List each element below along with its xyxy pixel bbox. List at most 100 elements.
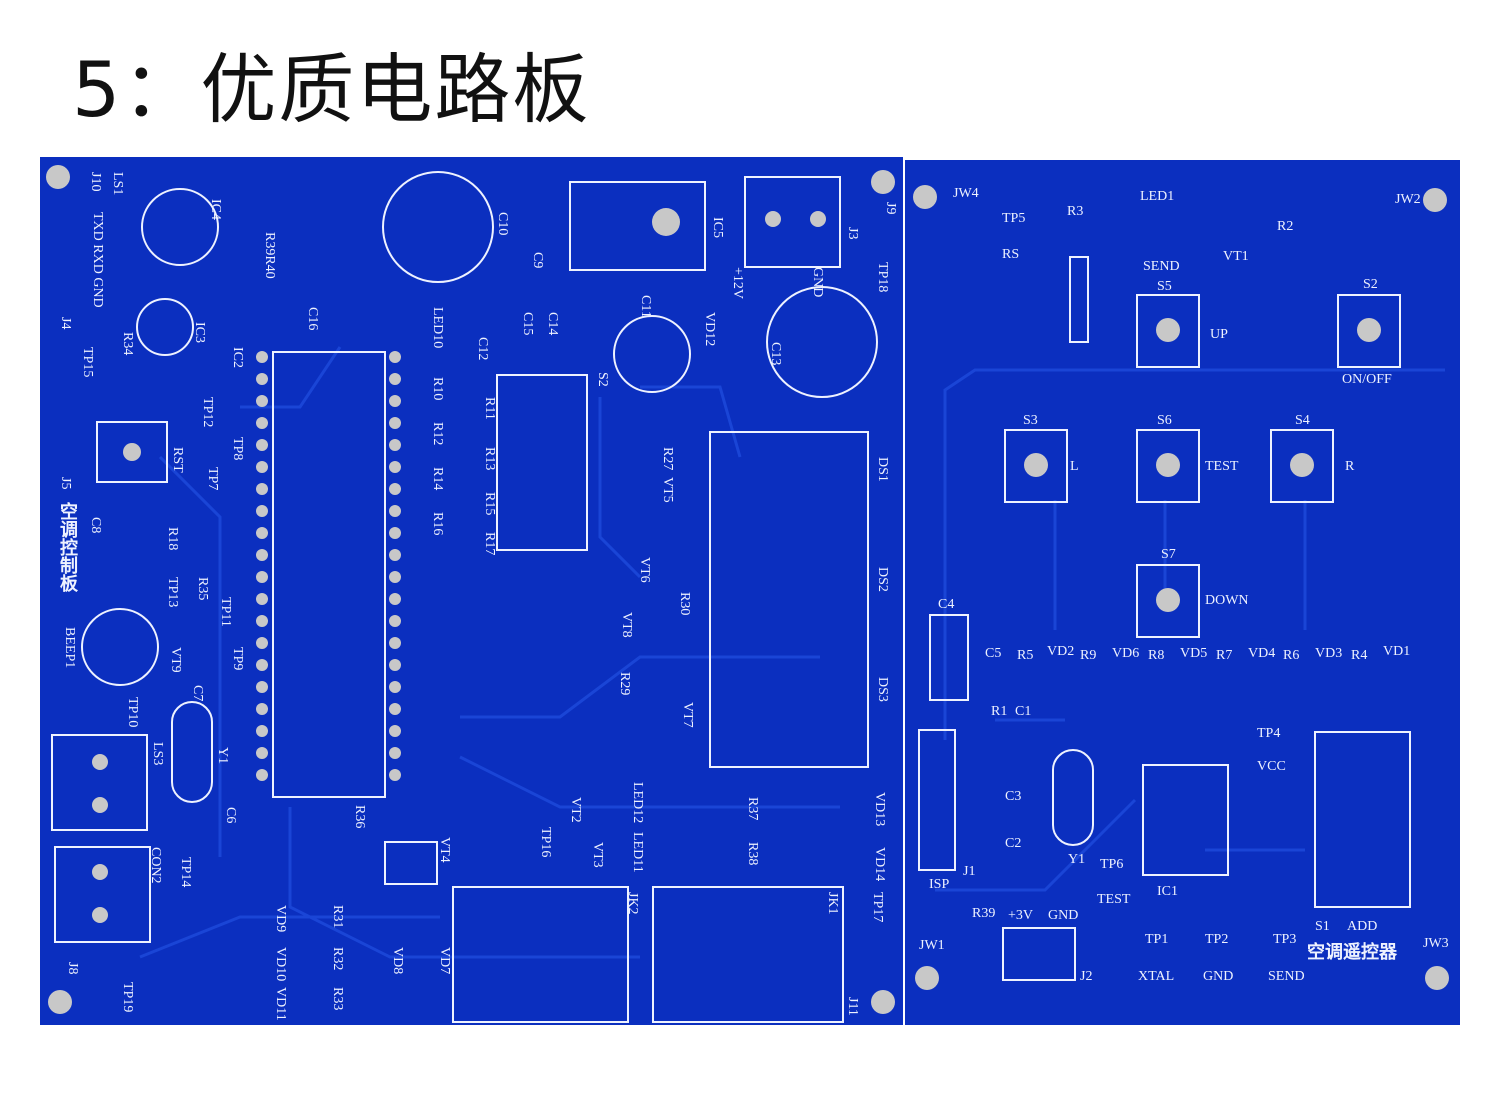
silkscreen-label: C2	[1005, 836, 1022, 851]
ic-pin-pad	[256, 417, 268, 429]
silkscreen-label: TXD RXD GND	[90, 212, 105, 308]
silkscreen-label: C14	[545, 312, 560, 336]
silkscreen-label: J9	[883, 202, 898, 215]
silkscreen-label: RST	[170, 447, 185, 473]
ic-pin-pad	[256, 593, 268, 605]
silkscreen-label: ADD	[1347, 919, 1378, 934]
ic-pin-pad	[256, 505, 268, 517]
board-title: 空调控制板	[57, 502, 78, 592]
silkscreen-label: R13	[482, 447, 497, 471]
silkscreen-label: R39R40	[262, 232, 277, 279]
silkscreen-label: R3	[1067, 204, 1084, 219]
silkscreen-label: VT6	[637, 557, 652, 583]
silkscreen-label: LS3	[150, 742, 165, 766]
silkscreen-label: L	[1070, 459, 1079, 474]
silkscreen-label: Y1	[215, 747, 230, 765]
silkscreen-label: C12	[475, 337, 490, 361]
silkscreen-label: S4	[1295, 413, 1310, 428]
silkscreen-label: JW4	[953, 186, 979, 201]
silkscreen-label: J1	[963, 864, 976, 879]
silkscreen-label: VD4	[1248, 646, 1276, 661]
silkscreen-label: R12	[430, 422, 445, 446]
silkscreen-label: IC4	[208, 199, 223, 220]
silkscreen-label: IC3	[192, 322, 207, 343]
silkscreen-label: DS2	[875, 567, 890, 592]
ic-pin-pad	[256, 747, 268, 759]
silkscreen-label: LED1	[1140, 189, 1175, 204]
silkscreen-label: VD3	[1315, 646, 1343, 661]
silkscreen-label: DS1	[875, 457, 890, 482]
silkscreen-label: R39	[972, 906, 996, 921]
ic-pin-pad	[389, 703, 401, 715]
silkscreen-label: JK2	[625, 892, 640, 915]
silkscreen-label: TP11	[218, 597, 233, 627]
silkscreen-label: DS3	[875, 677, 890, 702]
silkscreen-label: TP15	[80, 347, 95, 378]
silkscreen-label: VD9	[273, 905, 288, 933]
silkscreen-label: CON2	[148, 847, 163, 884]
silkscreen-label: J5	[58, 477, 73, 490]
silkscreen-label: VT4	[437, 837, 452, 863]
silkscreen-label: J10	[88, 172, 103, 192]
silkscreen-label: VT8	[619, 612, 634, 638]
ic-pin-pad	[389, 571, 401, 583]
silkscreen-label: XTAL	[1138, 969, 1175, 984]
ic-pin-pad	[389, 395, 401, 407]
silkscreen-label: R30	[677, 592, 692, 616]
ic-pin-pad	[389, 439, 401, 451]
silkscreen-label: LS1	[110, 172, 125, 196]
silkscreen-label: TP2	[1205, 932, 1229, 947]
silkscreen-label: R27	[660, 447, 675, 471]
silkscreen-label: R6	[1283, 648, 1300, 663]
ic-pin-pad	[256, 483, 268, 495]
silkscreen-label: VT3	[590, 842, 605, 868]
silkscreen-label: C8	[88, 517, 103, 534]
silkscreen-label: C1	[1015, 704, 1032, 719]
ic-pin-pad	[256, 351, 268, 363]
silkscreen-label: VD11	[273, 987, 288, 1021]
ic-pin-pad	[256, 725, 268, 737]
ic-pin-pad	[256, 373, 268, 385]
ic-pin-pad	[389, 769, 401, 781]
silkscreen-label: R29	[617, 672, 632, 696]
ic-pin-pad	[389, 549, 401, 561]
silkscreen-label: TP6	[1100, 857, 1124, 872]
silkscreen-label: J11	[845, 997, 860, 1016]
silkscreen-label: LED11	[630, 832, 645, 873]
ic-pin-pad	[389, 527, 401, 539]
silkscreen-label: C6	[223, 807, 238, 824]
ic-pin-pad	[256, 637, 268, 649]
ic-pin-pad	[256, 395, 268, 407]
ic-pin-pad	[389, 681, 401, 693]
silkscreen-label: S6	[1157, 413, 1172, 428]
silkscreen-label: R32	[330, 947, 345, 971]
silkscreen-label: S7	[1161, 547, 1176, 562]
silkscreen-label: VD12	[702, 312, 717, 347]
silkscreen-label: C3	[1005, 789, 1022, 804]
silkscreen-label: TP3	[1273, 932, 1297, 947]
silkscreen-label: S5	[1157, 279, 1172, 294]
silkscreen-label: LED10	[430, 307, 445, 349]
silkscreen-label: VD2	[1047, 644, 1075, 659]
ic-pin-pad	[256, 703, 268, 715]
silkscreen-label: IC2	[230, 347, 245, 368]
silkscreen-label: TP12	[200, 397, 215, 428]
silkscreen-label: TP16	[538, 827, 553, 858]
silkscreen-label: R31	[330, 905, 345, 929]
silkscreen-label: C16	[305, 307, 320, 331]
silkscreen-label: R35	[195, 577, 210, 601]
silkscreen-label: +12V	[730, 267, 745, 300]
silkscreen-label: SEND	[1143, 259, 1180, 274]
ic-pin-pad	[389, 637, 401, 649]
silkscreen-label: R33	[330, 987, 345, 1011]
silkscreen-label: BEEP1	[62, 627, 77, 669]
silkscreen-label: LED12	[630, 782, 645, 824]
silkscreen-label: VT5	[660, 477, 675, 503]
silkscreen-label: VD7	[437, 947, 452, 975]
silkscreen-label: J2	[1080, 969, 1093, 984]
silkscreen-label: VT2	[568, 797, 583, 823]
silkscreen-label: R36	[352, 805, 367, 829]
silkscreen-label: GND	[1048, 908, 1079, 923]
silkscreen-label: VT7	[680, 702, 695, 728]
